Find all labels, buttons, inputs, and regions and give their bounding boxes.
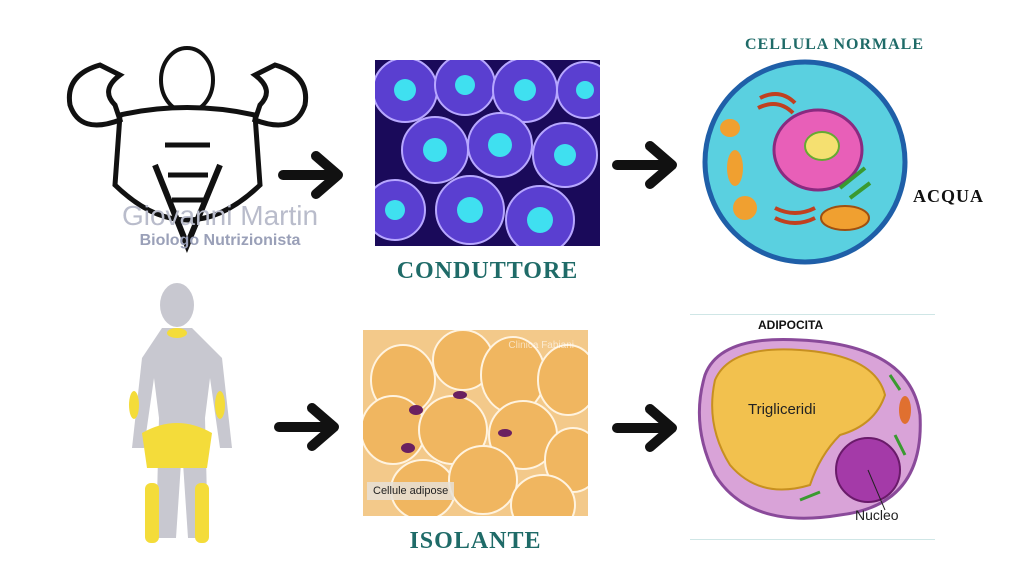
muscular-man-illustration: [66, 46, 309, 253]
logo-name: Giovanni Martin: [121, 200, 319, 231]
conductor-cells-image: [375, 60, 600, 246]
logo-subtitle: Biologo Nutrizionista: [139, 232, 301, 249]
nucleus-label: Nucleo: [855, 507, 899, 523]
arrow-right-icon: [274, 403, 339, 451]
triglycerides-label: Trigliceridi: [748, 401, 816, 418]
photo-caption: Cellule adipose: [367, 482, 455, 500]
fat-cells-image: Clinica Fabiani Cellule adipose: [363, 330, 588, 516]
body-fat-silhouette: [129, 283, 232, 543]
normal-cell-illustration: [702, 59, 908, 265]
normal-cell-title: CELLULA NORMALE: [745, 36, 925, 53]
arrow-right-icon: [278, 151, 343, 199]
conductor-label: CONDUTTORE: [396, 258, 579, 284]
arrow-right-icon: [612, 141, 677, 189]
adipocyte-title: ADIPOCITA: [758, 318, 824, 332]
adipocyte-panel: ADIPOCITA Trigliceridi Nucleo: [690, 314, 935, 540]
logo-watermark: Giovanni Martin Biologo Nutrizionista: [105, 200, 335, 250]
arrow-right-icon: [612, 404, 677, 452]
water-label: ACQUA: [913, 186, 984, 206]
insulator-label: ISOLANTE: [409, 528, 542, 554]
photo-credit: Clinica Fabiani: [508, 340, 574, 351]
